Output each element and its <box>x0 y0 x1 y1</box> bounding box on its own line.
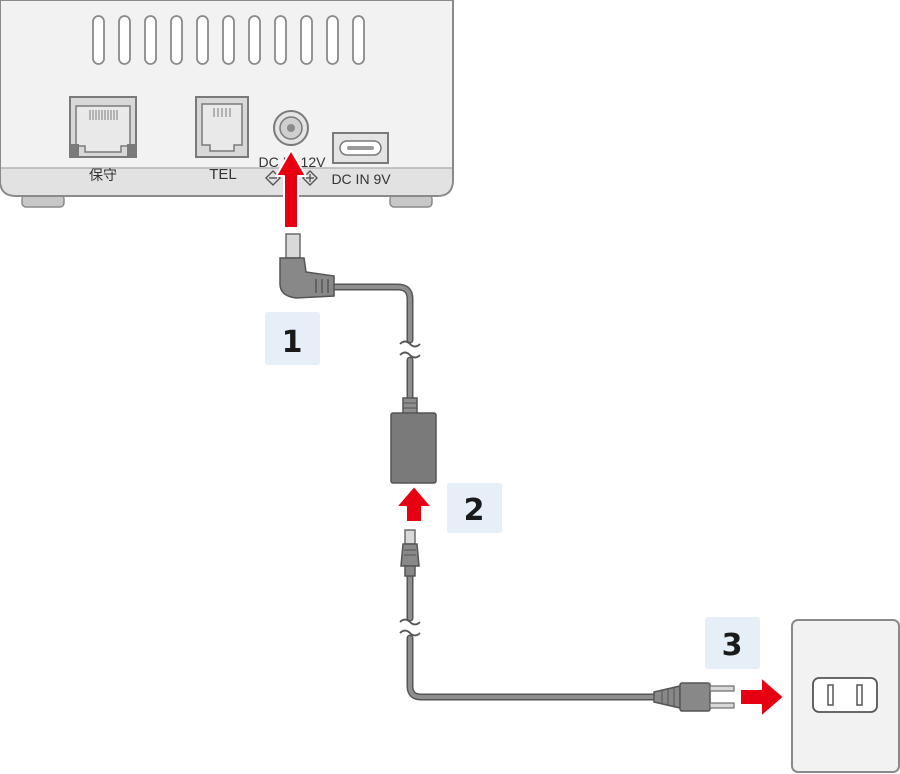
dc-9v-port[interactable] <box>332 132 389 164</box>
dc-l-plug <box>279 233 335 299</box>
step-number-2: 2 <box>464 493 485 528</box>
router-device: 保守 TEL DC IN 12V <box>0 0 454 208</box>
tel-port-label: TEL <box>209 166 237 183</box>
maintenance-port-label: 保守 <box>89 167 117 183</box>
arrow-right-to-outlet <box>739 676 785 718</box>
step-number-3: 3 <box>722 628 743 663</box>
maintenance-port[interactable] <box>69 96 137 158</box>
step-badge-3: 3 <box>705 617 760 669</box>
wall-outlet <box>791 619 900 773</box>
outlet-socket[interactable] <box>812 677 878 713</box>
adapter-cable-plug <box>400 529 420 577</box>
step-badge-1: 1 <box>265 312 320 365</box>
arrow-up-to-dc-jack <box>275 149 307 229</box>
step-badge-2: 2 <box>447 483 502 533</box>
polarity-symbol <box>265 170 318 186</box>
tel-port[interactable] <box>195 96 249 158</box>
cable-break-mark-upper <box>399 340 421 359</box>
device-vents <box>92 15 365 65</box>
device-bottom-band <box>1 168 452 195</box>
dc-12v-jack[interactable] <box>273 110 309 146</box>
step-number-1: 1 <box>282 325 303 360</box>
arrow-up-to-adapter <box>395 485 433 523</box>
ac-plug <box>653 682 735 712</box>
power-cable <box>330 283 658 701</box>
dc-9v-label: DC IN 9V <box>331 171 391 187</box>
cable-break-mark-lower <box>399 618 421 637</box>
ac-adapter <box>390 397 437 484</box>
